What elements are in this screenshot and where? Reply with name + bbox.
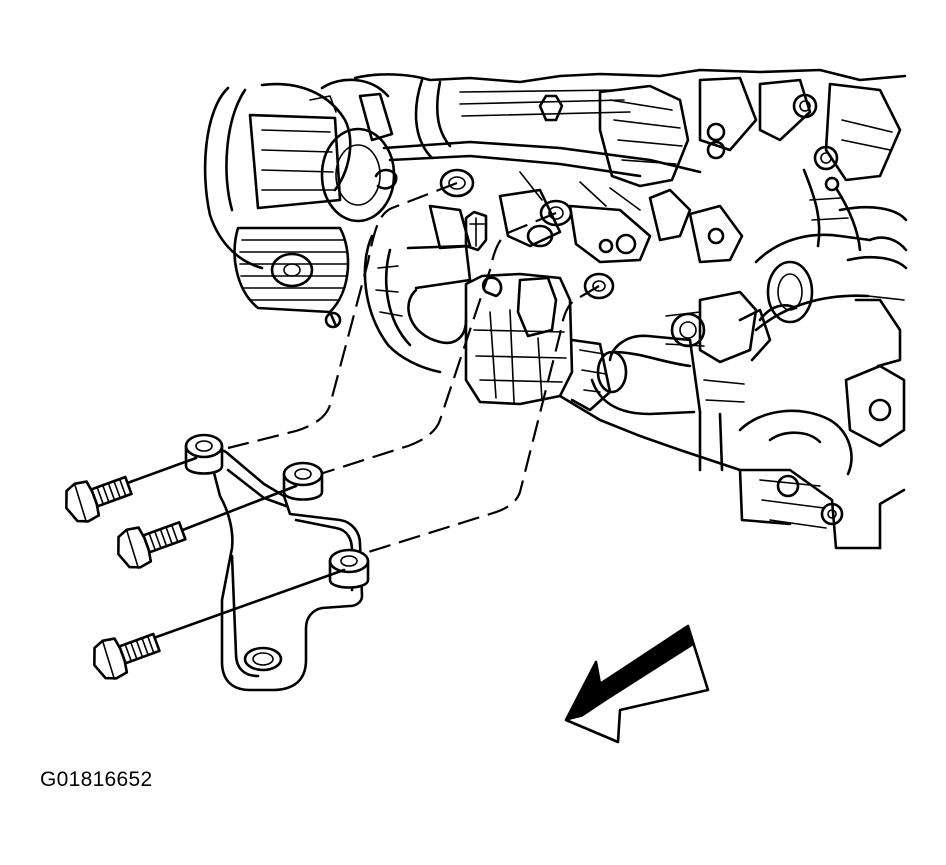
spacer-upper: [184, 433, 224, 475]
alignment-lines: [227, 181, 600, 556]
spacer-middle: [282, 461, 324, 501]
intake-housing: [363, 234, 472, 374]
bolt-middle: [117, 521, 187, 569]
spacer-lower: [328, 548, 370, 589]
alignment-line-lower: [361, 285, 600, 556]
alignment-line-middle: [319, 211, 557, 476]
figure-id-label: G01816652: [40, 768, 153, 791]
bracket-mounting-hole: [243, 646, 283, 672]
transmission-housing: [698, 298, 906, 550]
alignment-line-upper: [227, 181, 458, 450]
engine-block: [353, 68, 907, 192]
arrow-down-left-icon: [564, 624, 710, 744]
engine-assembly: [203, 68, 908, 550]
radiator-hose: [738, 168, 908, 362]
coolant-pipe: [590, 290, 758, 416]
pulley-assembly: [203, 78, 396, 329]
bolt-lower: [93, 632, 161, 680]
bolt-upper: [65, 475, 133, 523]
manifold: [374, 140, 744, 300]
